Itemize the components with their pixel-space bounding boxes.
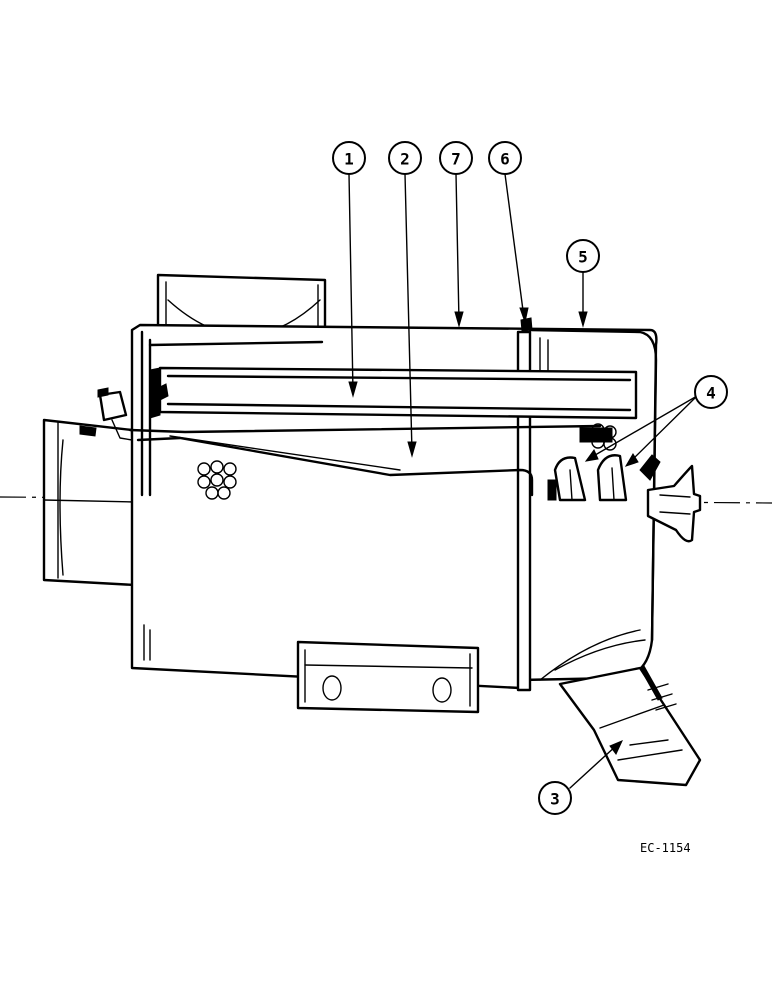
- drawing-code: EC-1154: [640, 841, 691, 855]
- callout-5-label: 5: [578, 248, 588, 267]
- callout-2: 2: [388, 141, 422, 175]
- perforations-left: [197, 460, 237, 500]
- restriction-indicator: [97, 387, 133, 441]
- cup-seam-ring: [516, 317, 549, 692]
- callout-6: 6: [488, 141, 522, 175]
- callout-4: 4: [694, 375, 728, 409]
- callout-7-label: 7: [451, 150, 461, 169]
- callout-5: 5: [566, 239, 600, 273]
- callout-3-label: 3: [550, 790, 560, 809]
- perforations-right: [591, 423, 617, 451]
- pre-cleaner-vanes: [547, 454, 661, 502]
- callout-1: 1: [332, 141, 366, 175]
- callout-6-label: 6: [500, 150, 510, 169]
- air-cleaner-assembly: [42, 273, 702, 787]
- outlet-tube: [42, 418, 137, 587]
- callout-1-label: 1: [344, 150, 354, 169]
- mounting-bracket: [296, 640, 480, 714]
- dust-unloader-valve: [558, 665, 702, 787]
- callout-7: 7: [439, 141, 473, 175]
- callout-2-label: 2: [400, 150, 410, 169]
- callout-3: 3: [538, 781, 572, 815]
- leader-lines: [348, 173, 698, 789]
- callout-4-label: 4: [706, 384, 716, 403]
- primary-filter-element: [149, 366, 638, 420]
- wing-nut-knob: [646, 464, 702, 543]
